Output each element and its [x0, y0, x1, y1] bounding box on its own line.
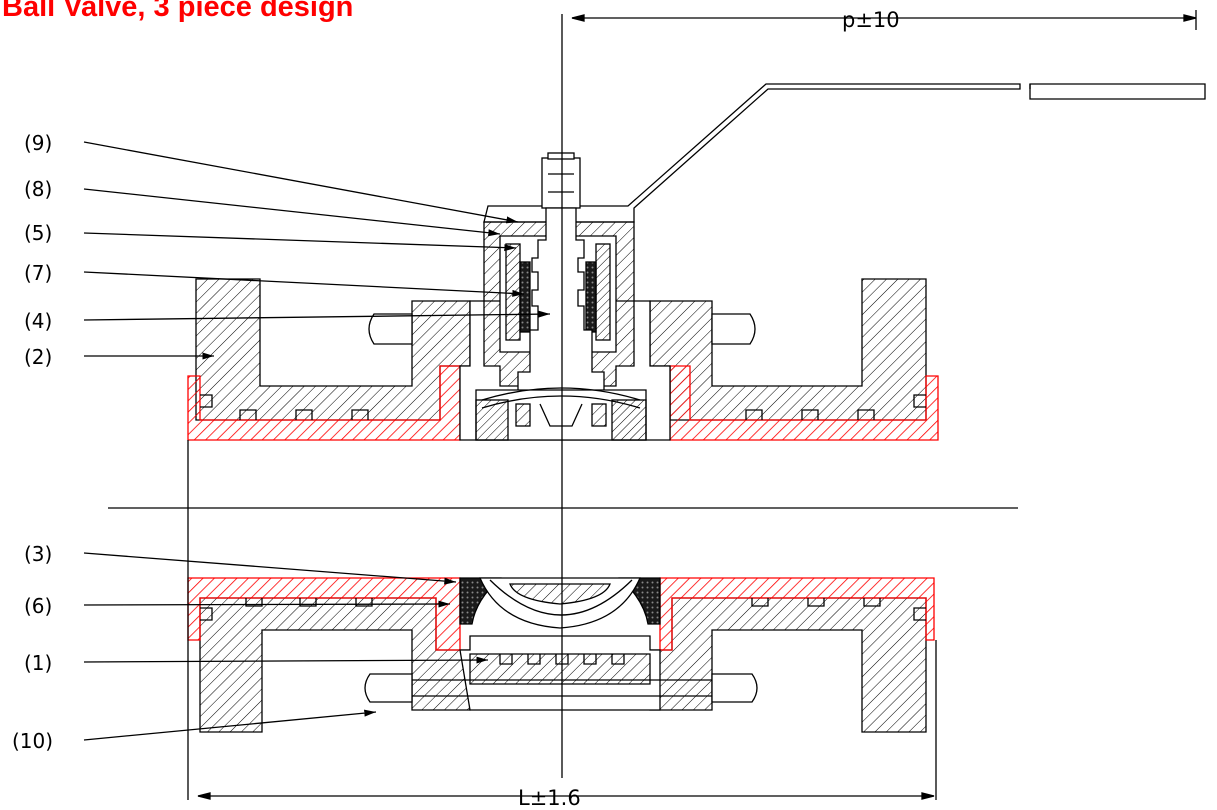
- callout-3: (3): [24, 542, 52, 566]
- dimension-handle-label: p±10: [842, 8, 900, 32]
- handle: [483, 83, 1206, 223]
- dimension-handle: [571, 10, 1197, 30]
- dimension-face-label: L±1.6: [518, 786, 581, 810]
- callout-9: (9): [24, 131, 52, 155]
- callout-10: (10): [12, 729, 53, 753]
- stem-nut: [541, 152, 581, 209]
- callout-2: (2): [24, 345, 52, 369]
- callout-6: (6): [24, 594, 52, 618]
- callout-1: (1): [24, 651, 52, 675]
- callout-8: (8): [24, 177, 52, 201]
- callouts: (9) (8) (5) (7) (4) (2) (3) (6) (1) (10): [12, 131, 53, 753]
- dimension-face: [187, 440, 937, 800]
- leader-lines: [83, 141, 551, 741]
- callout-7: (7): [24, 261, 52, 285]
- callout-4: (4): [24, 309, 52, 333]
- drawing-title: Ball Valve, 3 piece design: [2, 0, 354, 23]
- callout-5: (5): [24, 221, 52, 245]
- upper-body: [187, 207, 939, 441]
- lower-body: [187, 577, 935, 733]
